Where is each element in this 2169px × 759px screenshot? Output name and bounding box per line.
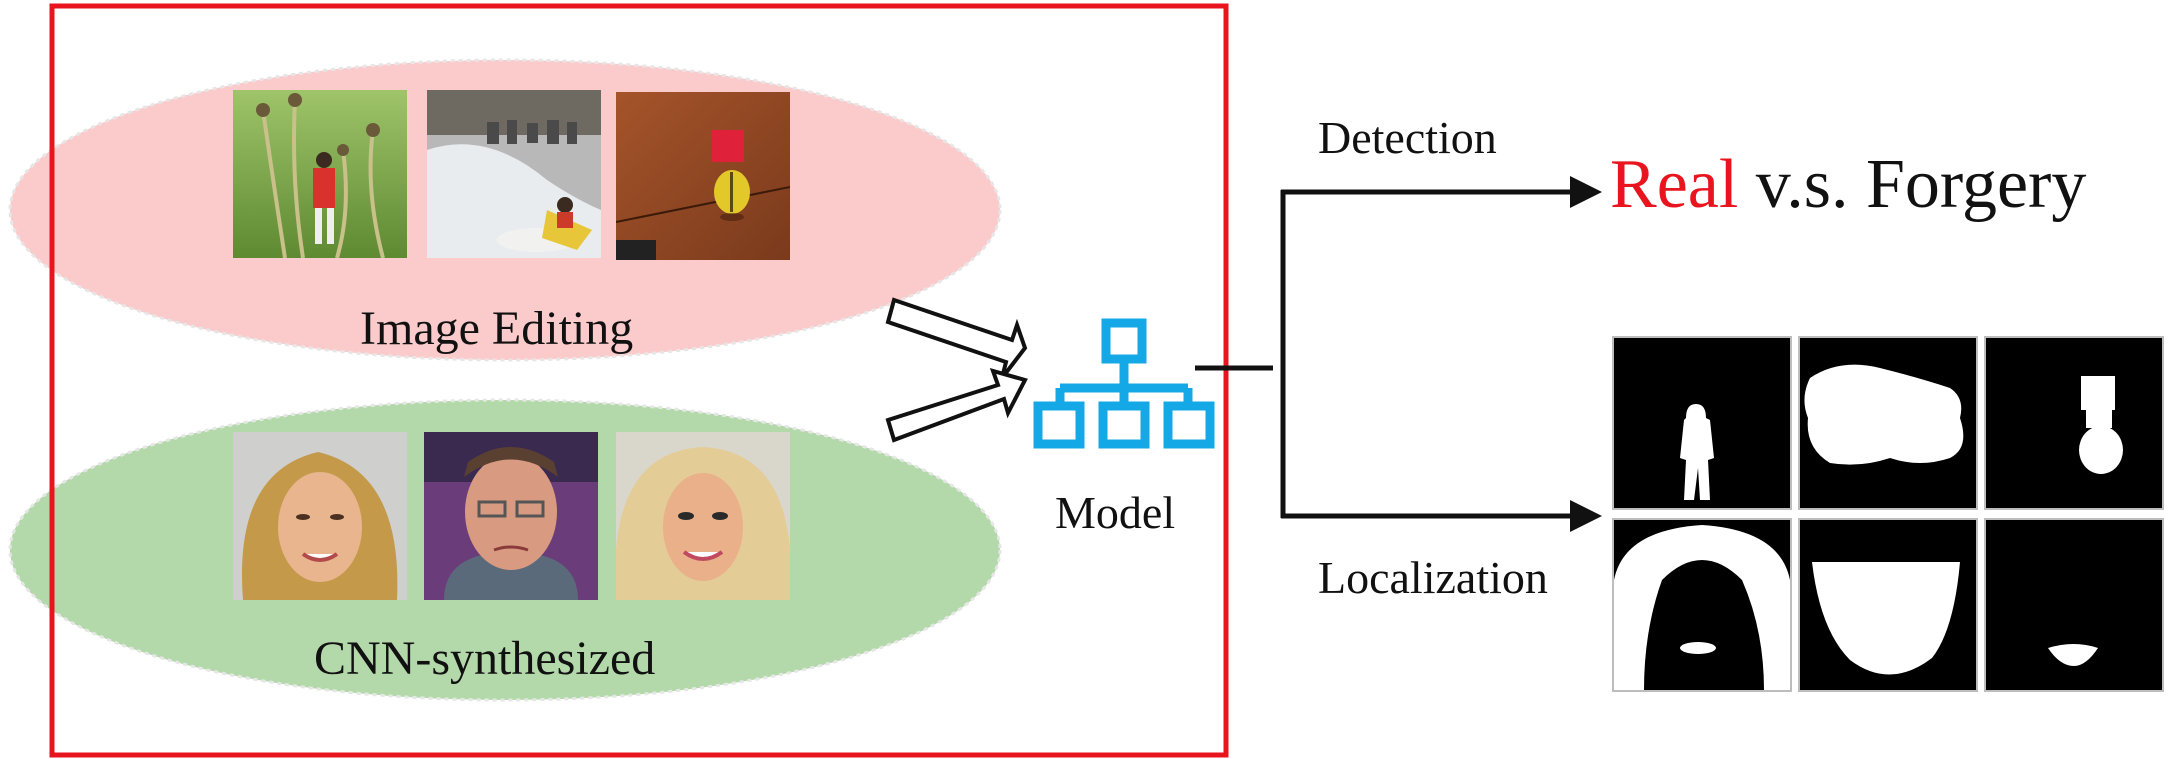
mask-face-hair [1614, 520, 1790, 690]
cnn-face-2 [424, 432, 598, 600]
editing-photo-jetski [427, 90, 601, 258]
mask-mouth [1986, 520, 2162, 690]
network-hierarchy-icon [1033, 318, 1215, 449]
cnn-to-model-arrow [885, 368, 1028, 443]
editing-to-model-arrow [885, 297, 1028, 380]
image-editing-label: Image Editing [360, 302, 634, 355]
detection-arrowhead [1570, 176, 1602, 208]
forgery-text: Forgery [1865, 146, 2087, 223]
cnn-face-3 [616, 432, 790, 600]
detection-result: Real v.s. Forgery [1610, 150, 2086, 220]
editing-photo-grass [233, 90, 407, 258]
output-branch-connector [1195, 189, 1572, 519]
localization-label: Localization [1318, 552, 1548, 603]
editing-photo-cube-ball [616, 92, 790, 260]
localization-arrowhead [1570, 500, 1602, 532]
mask-jetski-splash [1800, 338, 1976, 508]
cnn-face-1 [233, 432, 407, 600]
mask-face-region [1800, 520, 1976, 690]
model-input-frame [49, 3, 1229, 758]
vs-text: v.s. [1755, 146, 1849, 223]
detection-label: Detection [1318, 112, 1497, 163]
cnn-synthesized-label: CNN-synthesized [314, 632, 656, 685]
model-label: Model [1055, 487, 1176, 538]
mask-grass-person [1614, 338, 1790, 508]
real-text: Real [1610, 146, 1739, 223]
mask-cube-ball [1986, 338, 2162, 508]
